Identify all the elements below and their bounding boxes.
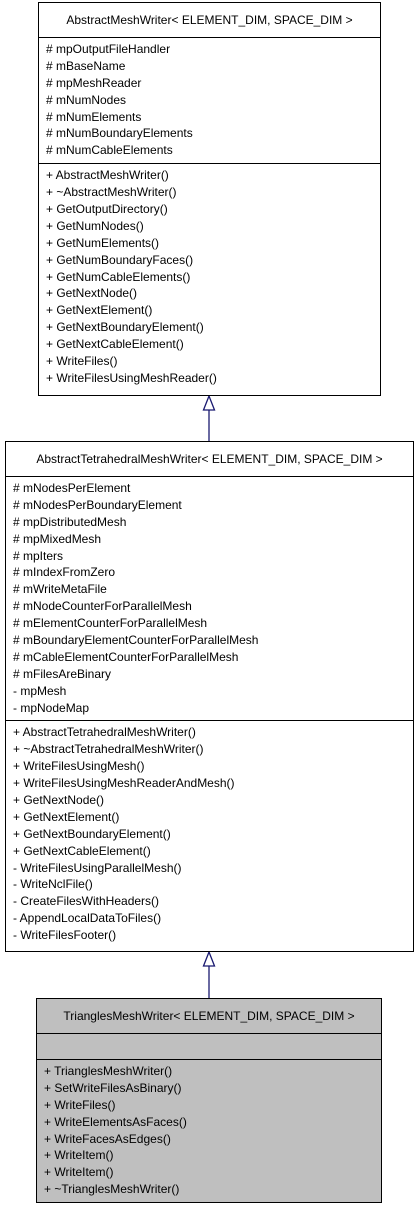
edge-tetrahedral-to-abstract: [202, 394, 216, 441]
attribute: # mNodeCounterForParallelMesh: [13, 599, 192, 614]
method: + GetNumBoundaryFaces(): [46, 252, 194, 267]
methods-section: + AbstractMeshWriter() + ~AbstractMeshWr…: [39, 164, 380, 391]
attribute: # mIndexFromZero: [13, 565, 116, 580]
class-title: AbstractMeshWriter< ELEMENT_DIM, SPACE_D…: [39, 3, 380, 38]
attribute: # mNumNodes: [46, 92, 127, 107]
attributes-section: [37, 1034, 381, 1060]
methods-section: + AbstractTetrahedralMeshWriter() + ~Abs…: [6, 721, 413, 948]
attributes-section: # mpOutputFileHandler # mBaseName # mpMe…: [39, 38, 380, 165]
method: - AppendLocalDataToFiles(): [13, 911, 162, 926]
attribute: - mpNodeMap: [13, 700, 90, 715]
method: + GetNumCableElements(): [46, 269, 191, 284]
method: + GetNextCableElement(): [46, 337, 184, 352]
method: + AbstractMeshWriter(): [46, 168, 169, 183]
method: + GetNextCableElement(): [13, 843, 151, 858]
attribute: # mpMeshReader: [46, 75, 142, 90]
method: + WriteFiles(): [46, 354, 118, 369]
attribute: # mFilesAreBinary: [13, 666, 112, 681]
attribute: # mWriteMetaFile: [13, 582, 107, 597]
method: + GetNextNode(): [46, 286, 138, 301]
method: - WriteFilesUsingParallelMesh(): [13, 860, 182, 875]
method: + GetNextBoundaryElement(): [13, 826, 171, 841]
method: + TrianglesMeshWriter(): [44, 1064, 173, 1078]
method: + WriteItem(): [44, 1165, 114, 1180]
attribute: - mpMesh: [13, 683, 67, 698]
attributes-section: # mNodesPerElement # mNodesPerBoundaryEl…: [6, 477, 413, 722]
class-title: TrianglesMeshWriter< ELEMENT_DIM, SPACE_…: [37, 999, 381, 1034]
method: + AbstractTetrahedralMeshWriter(): [13, 725, 196, 740]
attribute: # mNodesPerElement: [13, 481, 131, 495]
class-abstract-tetrahedral-mesh-writer[interactable]: AbstractTetrahedralMeshWriter< ELEMENT_D…: [5, 441, 414, 952]
attribute: # mNumBoundaryElements: [46, 126, 193, 141]
class-triangles-mesh-writer[interactable]: TrianglesMeshWriter< ELEMENT_DIM, SPACE_…: [36, 998, 382, 1203]
method: + GetOutputDirectory(): [46, 202, 168, 217]
method: + GetNumElements(): [46, 235, 160, 250]
method: + ~TrianglesMeshWriter(): [44, 1182, 180, 1197]
attribute: # mElementCounterForParallelMesh: [13, 616, 208, 631]
class-title: AbstractTetrahedralMeshWriter< ELEMENT_D…: [6, 442, 413, 477]
attribute: # mpMixedMesh: [13, 531, 102, 546]
attribute: # mCableElementCounterForParallelMesh: [13, 649, 239, 664]
attribute: # mpIters: [13, 548, 64, 563]
method: + GetNextElement(): [13, 809, 120, 824]
attribute: # mNodesPerBoundaryElement: [13, 497, 182, 512]
method: + GetNumNodes(): [46, 218, 144, 233]
attribute: # mBaseName: [46, 58, 126, 73]
method: + ~AbstractMeshWriter(): [46, 185, 177, 200]
method: + WriteFilesUsingMeshReaderAndMesh(): [13, 776, 235, 791]
attribute: # mNumCableElements: [46, 143, 173, 158]
method: + GetNextElement(): [46, 303, 153, 318]
attribute: # mBoundaryElementCounterForParallelMesh: [13, 633, 259, 648]
method: + ~AbstractTetrahedralMeshWriter(): [13, 742, 204, 757]
edge-triangles-to-tetrahedral: [202, 950, 216, 998]
attribute: # mNumElements: [46, 109, 142, 124]
method: - WriteFilesFooter(): [13, 928, 117, 943]
method: - WriteNclFile(): [13, 877, 93, 892]
method: + WriteFiles(): [44, 1097, 116, 1112]
attribute: # mpDistributedMesh: [13, 514, 127, 529]
method: + SetWriteFilesAsBinary(): [44, 1080, 182, 1095]
method: - CreateFilesWithHeaders(): [13, 894, 160, 909]
method: + WriteFilesUsingMeshReader(): [46, 370, 217, 385]
method: + WriteElementsAsFaces(): [44, 1114, 187, 1129]
class-abstract-mesh-writer[interactable]: AbstractMeshWriter< ELEMENT_DIM, SPACE_D…: [38, 2, 381, 396]
methods-section: + TrianglesMeshWriter() + SetWriteFilesA…: [37, 1060, 381, 1202]
method: + WriteItem(): [44, 1148, 114, 1163]
method: + WriteFilesUsingMesh(): [13, 759, 145, 774]
method: + WriteFacesAsEdges(): [44, 1131, 171, 1146]
method: + GetNextBoundaryElement(): [46, 320, 204, 335]
attribute: # mpOutputFileHandler: [46, 42, 171, 56]
method: + GetNextNode(): [13, 793, 105, 808]
